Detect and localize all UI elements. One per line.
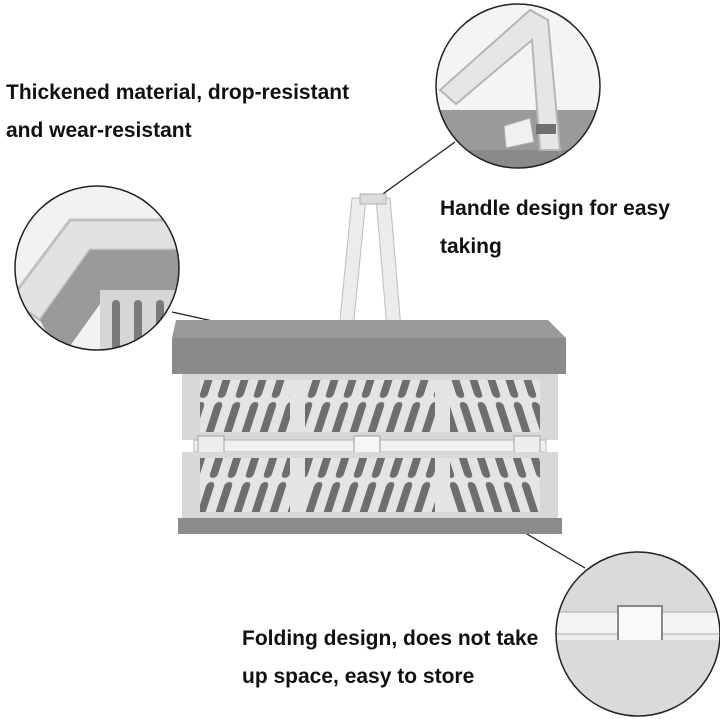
caption-thickened-material: Thickened material, drop-resistant and w…	[6, 74, 349, 150]
caption-line: and wear-resistant	[6, 119, 192, 142]
callout-handle-detail	[435, 3, 601, 169]
basket	[172, 193, 566, 534]
basket-rim	[172, 338, 566, 374]
caption-line: Handle design for easy	[440, 197, 670, 220]
caption-folding-design: Folding design, does not take up space, …	[242, 620, 538, 696]
caption-line: Folding design, does not take	[242, 627, 539, 650]
caption-line: Thickened material, drop-resistant	[6, 81, 350, 104]
callout-fold-detail	[555, 551, 720, 717]
caption-line: taking	[440, 235, 502, 258]
caption-handle-design: Handle design for easy taking	[440, 190, 670, 266]
callout-rim-detail	[14, 185, 180, 351]
caption-line: up space, easy to store	[242, 665, 475, 688]
basket-base	[178, 518, 562, 534]
